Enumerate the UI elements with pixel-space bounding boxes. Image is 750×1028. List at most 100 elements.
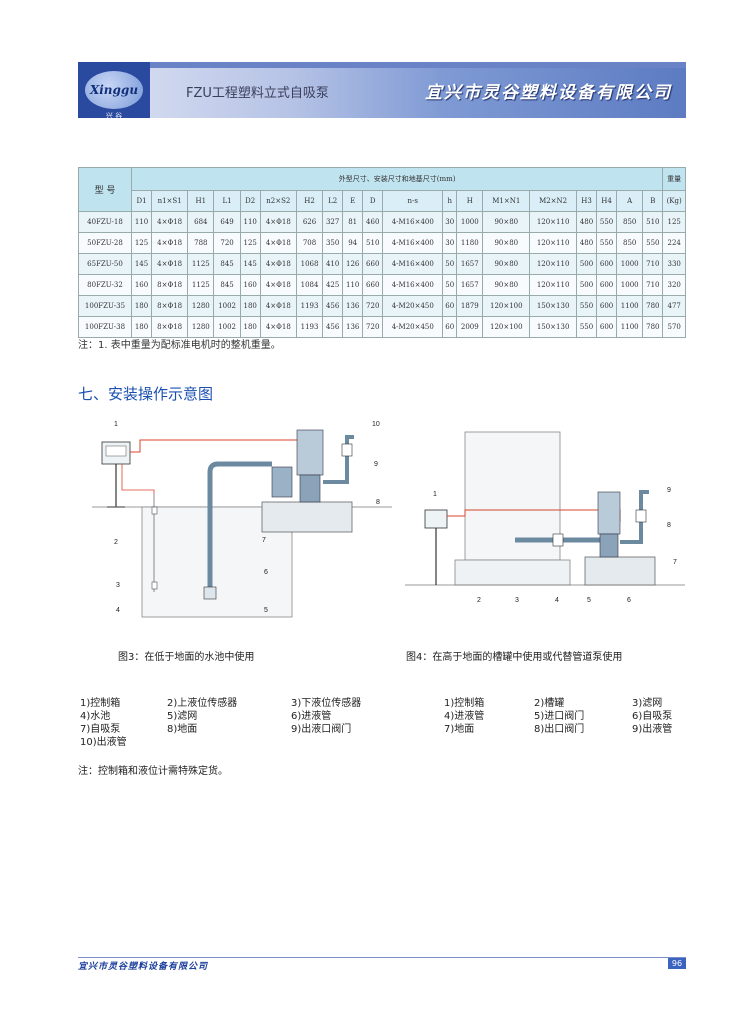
callout-4-8: 8 [667, 522, 671, 529]
table-cell: 150×130 [529, 295, 578, 317]
table-cell: 1280 [187, 316, 215, 338]
logo-emblem: Xinggu 兴 谷 [85, 71, 143, 118]
table-cell: 224 [662, 232, 686, 254]
table-cell: 456 [322, 316, 344, 338]
table-cell: 30 [442, 232, 458, 254]
table-cell: 1068 [295, 253, 324, 275]
legend-item: 1)控制箱 [80, 698, 121, 709]
outlet-pipe [323, 435, 354, 484]
control-panel [105, 445, 127, 457]
table-cell: 330 [662, 253, 686, 275]
legend-item: 9)出液口阀门 [291, 724, 352, 735]
column-header: B [642, 190, 664, 212]
table-cell: 4×Φ18 [259, 274, 297, 296]
callout-4-6: 6 [627, 597, 631, 604]
model-cell: 80FZU-32 [78, 274, 132, 296]
figure-4-diagram: 1 2 3 4 5 6 7 8 9 [405, 431, 685, 604]
table-cell: 81 [342, 211, 364, 233]
column-header: H2 [295, 190, 324, 212]
column-header: L1 [213, 190, 241, 212]
model-cell: 40FZU-18 [78, 211, 132, 233]
outlet-valve-2 [635, 509, 647, 523]
table-cell: 780 [642, 295, 664, 317]
table-cell: 136 [342, 295, 364, 317]
footer-divider [78, 957, 686, 958]
table-cell: 550 [576, 295, 598, 317]
table-cell: 1084 [295, 274, 324, 296]
legend-row: 10)出液管 [80, 733, 391, 748]
callout-4-5: 5 [587, 597, 591, 604]
table-cell: 1879 [456, 295, 484, 317]
column-header: D2 [239, 190, 261, 212]
weight-unit-header: (Kg) [662, 190, 686, 212]
legend-item: 3)滤网 [632, 698, 663, 709]
table-cell: 570 [662, 316, 686, 338]
legend-item: 10)出液管 [80, 737, 127, 748]
table-cell: 110 [342, 274, 364, 296]
column-header: H4 [596, 190, 618, 212]
table-cell: 460 [362, 211, 384, 233]
table-cell: 145 [130, 253, 153, 275]
logo-text: Xinggu [89, 83, 139, 97]
pump-motor-2 [597, 491, 621, 535]
table-cell: 1100 [616, 316, 644, 338]
table-cell: 1657 [456, 253, 484, 275]
table-cell: 600 [596, 253, 618, 275]
table-cell: 600 [596, 295, 618, 317]
table-cell: 1280 [187, 295, 215, 317]
table-cell: 30 [442, 211, 458, 233]
table-cell: 780 [642, 316, 664, 338]
inlet-valve [552, 533, 564, 547]
callout-4-9: 9 [667, 487, 671, 494]
table-cell: 180 [130, 295, 153, 317]
table-cell: 60 [442, 295, 458, 317]
table-cell: 1125 [187, 253, 215, 275]
callout-4-7: 7 [673, 559, 677, 566]
legend-item: 4)进液管 [444, 711, 485, 722]
column-header: H [456, 190, 484, 212]
table-cell: 600 [596, 316, 618, 338]
table-cell: 4×Φ18 [259, 232, 297, 254]
pump-casing [299, 474, 321, 503]
outlet-valve [341, 443, 353, 457]
callout-8: 8 [376, 499, 380, 506]
table-cell: 120×110 [529, 253, 578, 275]
section-title: 七、安装操作示意图 [78, 385, 214, 403]
table-cell: 120×110 [529, 232, 578, 254]
pump-body [271, 466, 293, 498]
table-cell: 180 [239, 295, 261, 317]
table-cell: 850 [616, 232, 644, 254]
table-cell: 125 [239, 232, 261, 254]
column-header: n2×S2 [259, 190, 297, 212]
model-column-header: 型 号 [78, 167, 132, 212]
table-cell: 720 [213, 232, 241, 254]
figure-4-caption: 图4：在高于地面的槽罐中使用或代替管道泵使用 [406, 652, 623, 663]
table-cell: 626 [295, 211, 324, 233]
table-cell: 1180 [456, 232, 484, 254]
legend-item: 2)上液位传感器 [167, 698, 238, 709]
figure-3-caption: 图3：在低于地面的水池中使用 [118, 652, 255, 663]
control-box-2 [424, 509, 448, 529]
legend-item: 4)水池 [80, 711, 111, 722]
table-cell: 660 [362, 253, 384, 275]
table-cell: 350 [322, 232, 344, 254]
callout-6: 6 [264, 569, 268, 576]
table-cell: 90×80 [482, 211, 531, 233]
product-title: FZU工程塑料立式自吸泵 [186, 86, 329, 101]
column-header: H1 [187, 190, 215, 212]
column-header: D1 [130, 190, 153, 212]
table-cell: 456 [322, 295, 344, 317]
dimension-group-header: 外型尺寸、安装尺寸和地基尺寸(mm) [130, 167, 664, 191]
table-cell: 500 [576, 274, 598, 296]
table-cell: 126 [342, 253, 364, 275]
lower-level-sensor [151, 581, 158, 590]
table-cell: 788 [187, 232, 215, 254]
table-cell: 4-M16×400 [382, 253, 444, 275]
